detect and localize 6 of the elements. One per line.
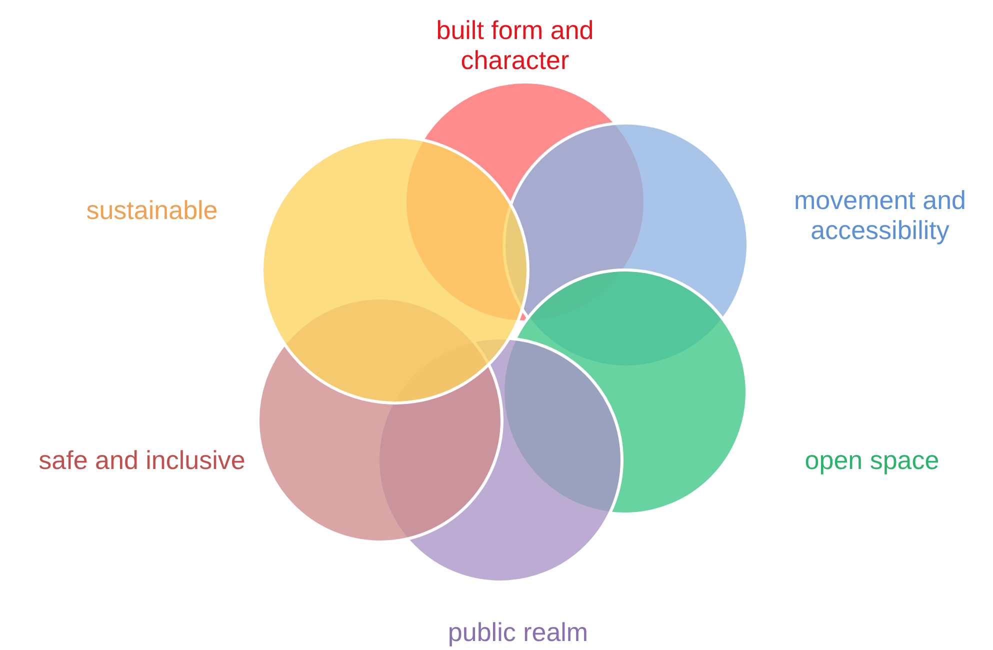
circle-label: open space: [804, 445, 940, 475]
circle-label: sustainable: [86, 195, 218, 225]
circle-label: public realm: [448, 617, 588, 647]
circle-label: built form and character: [435, 15, 595, 75]
circle-label: movement and accessibility: [793, 185, 967, 245]
circle-label: safe and inclusive: [38, 445, 246, 475]
